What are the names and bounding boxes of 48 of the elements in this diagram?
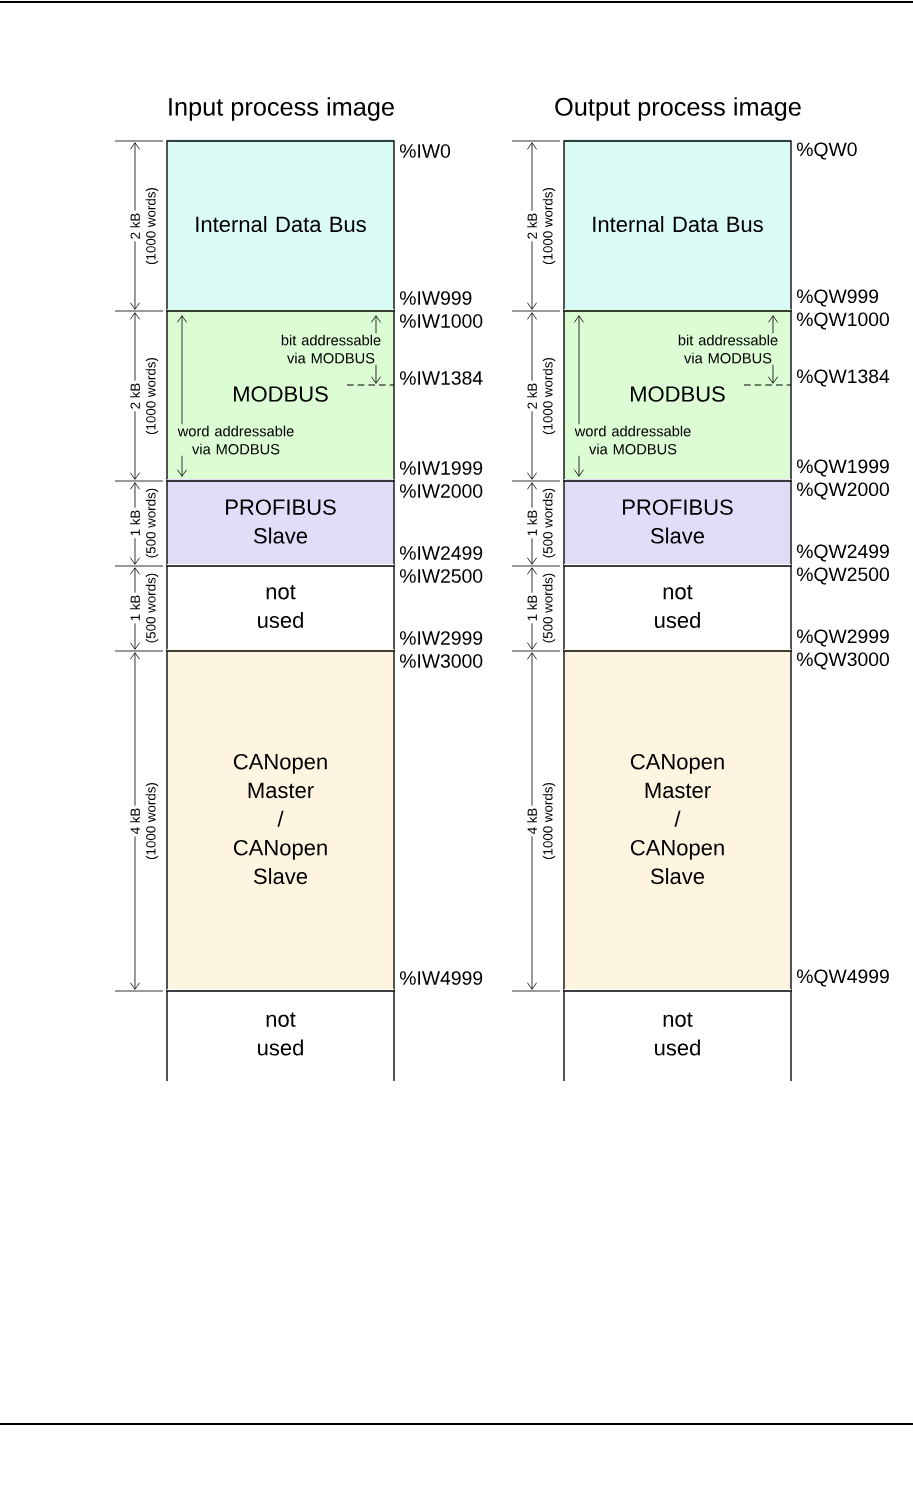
dimension-label: 1 kB [525,592,539,624]
address-label: %QW4999 [796,969,889,987]
address-label: %IW1999 [399,461,483,475]
dimension-label: 2 kB [525,380,539,412]
address-label: %IW2500 [399,569,483,583]
memory-block: PROFIBUS Slave [563,479,792,567]
memory-block: PROFIBUS Slave [166,479,395,567]
dimension-label: (500 words) [542,488,556,558]
memory-block: not used [166,564,395,652]
memory-block: not used [563,564,792,652]
address-label: %QW2999 [796,629,889,647]
address-label: %IW4999 [399,971,483,985]
memory-block: not used [563,989,792,1082]
address-label: %QW999 [796,289,879,307]
annotation: word addressable via MODBUS [570,424,696,456]
annotation: bit addressable via MODBUS [672,333,784,365]
address-label: %QW1000 [796,312,889,330]
address-label: %QW2000 [796,482,889,500]
dimension-label: (500 words) [145,488,159,558]
address-label: %QW2500 [796,567,889,585]
dimension-label: 4 kB [525,805,539,837]
memory-block: Internal Data Bus [563,139,792,312]
memory-block: Internal Data Bus [166,139,395,312]
dimension-label: 2 kB [128,380,142,412]
address-label: %IW999 [399,291,472,305]
dimension-label: 2 kB [128,210,142,242]
address-label: %QW3000 [796,652,889,670]
node-label: not used [258,1012,303,1056]
dimension-label: 2 kB [525,210,539,242]
node-label: not used [655,1012,700,1056]
address-label: %IW2999 [399,631,483,645]
address-label: %IW2000 [399,484,483,498]
address-label: %IW1000 [399,314,483,328]
dimension-label: 1 kB [128,592,142,624]
memory-block: CANopen Master / CANopen Slave [563,649,792,992]
address-label: %IW2499 [399,546,483,560]
annotation: bit addressable via MODBUS [275,333,387,365]
annotation: word addressable via MODBUS [173,424,299,456]
dimension-label: 1 kB [128,507,142,539]
dimension-label: (500 words) [145,573,159,643]
dimension-label: 1 kB [525,507,539,539]
memory-block: CANopen Master / CANopen Slave [166,649,395,992]
memory-block: not used [166,989,395,1082]
address-label: %QW2499 [796,544,889,562]
address-label: %QW1999 [796,459,889,477]
dimension-label: (500 words) [542,573,556,643]
address-label: %IW3000 [399,654,483,668]
dimension-label: 4 kB [128,805,142,837]
